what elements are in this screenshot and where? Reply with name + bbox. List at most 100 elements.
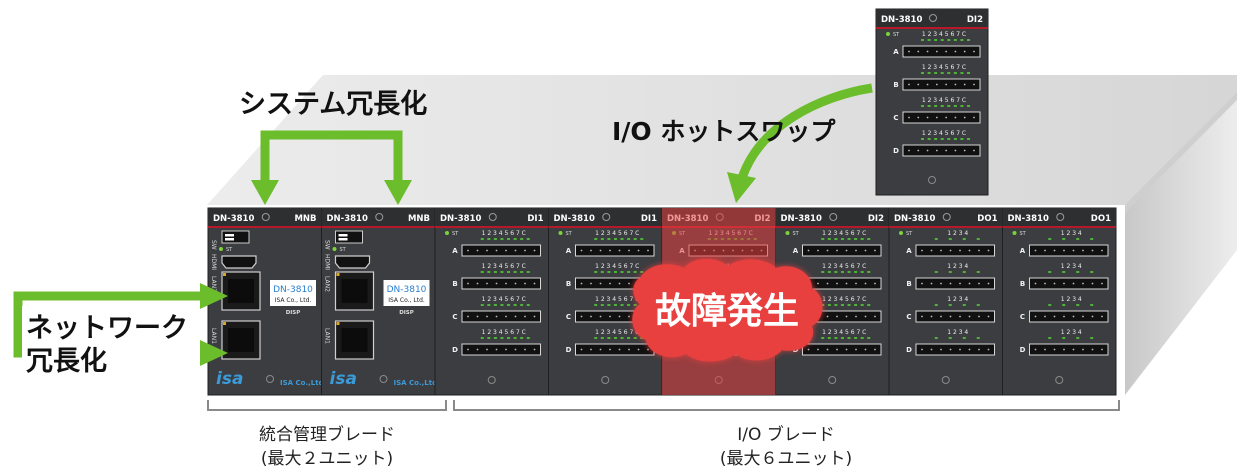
terminal-pin xyxy=(533,249,536,252)
terminal-pin xyxy=(987,249,990,252)
signal-led xyxy=(960,138,964,140)
terminal-pin xyxy=(514,348,517,351)
signal-led xyxy=(921,72,924,74)
signal-led xyxy=(607,238,611,240)
blade-model: DN-3810 xyxy=(881,15,922,25)
signal-led xyxy=(600,238,604,240)
terminal-pin xyxy=(921,315,923,318)
signal-led xyxy=(493,337,497,339)
system-redundancy-arrows xyxy=(260,130,403,184)
terminal-pin xyxy=(486,315,488,318)
lan1-socket xyxy=(228,328,254,352)
signal-led xyxy=(953,39,957,41)
terminal-pin xyxy=(926,83,929,86)
link-led xyxy=(223,273,226,276)
signal-led xyxy=(633,337,637,339)
row-label: A xyxy=(906,247,912,255)
terminal-pin xyxy=(954,50,957,53)
disp-model: DN-3810 xyxy=(387,285,427,295)
status-led xyxy=(886,32,890,36)
signal-led xyxy=(947,39,951,41)
blade-type: DO1 xyxy=(977,214,997,224)
terminal-pin xyxy=(647,348,649,351)
signal-led xyxy=(613,238,617,240)
signal-led xyxy=(967,39,970,41)
signal-led xyxy=(594,337,598,339)
blade-type: DI1 xyxy=(527,214,543,224)
terminal-pin xyxy=(505,249,507,252)
terminal-pin xyxy=(917,50,920,53)
terminal-block xyxy=(915,244,995,257)
pin-numbers: 1 2 3 4 5 6 7 C xyxy=(482,329,526,336)
terminal-pin xyxy=(1034,315,1037,318)
signal-led xyxy=(1062,238,1066,240)
terminal-pin xyxy=(486,282,488,285)
terminal-pin xyxy=(599,348,602,351)
signal-led xyxy=(1048,304,1052,306)
io-caption-line2: (最大６ユニット) xyxy=(720,449,852,469)
terminal-pin xyxy=(1101,249,1103,252)
signal-led xyxy=(827,337,831,339)
disp-label: DISP xyxy=(399,310,414,316)
row-label: B xyxy=(566,280,571,288)
terminal-pin xyxy=(467,315,469,318)
signal-led xyxy=(976,304,980,306)
terminal-pin xyxy=(618,282,621,285)
row-label: B xyxy=(906,280,911,288)
signal-led xyxy=(613,271,617,273)
terminal-pin xyxy=(930,282,933,285)
terminal-pin xyxy=(945,83,948,86)
terminal-pin xyxy=(1072,348,1075,351)
signal-led xyxy=(953,72,957,74)
terminal-pin xyxy=(580,315,583,318)
hot-swap-arrow-head xyxy=(727,172,756,203)
terminal-pin xyxy=(930,249,933,252)
blade-body xyxy=(888,207,1003,396)
system-redundancy-label: システム冗長化 xyxy=(239,89,427,120)
signal-led xyxy=(921,138,924,140)
signal-led xyxy=(854,304,858,306)
network-redundancy-label-line2: 冗長化 xyxy=(26,346,107,377)
screw-icon xyxy=(601,376,610,384)
signal-led xyxy=(487,238,491,240)
signal-led xyxy=(600,337,604,339)
signal-led xyxy=(834,337,838,339)
terminal-pin xyxy=(826,282,829,285)
terminal-pin xyxy=(505,348,507,351)
blade-model: DN-3810 xyxy=(781,214,822,224)
screw-icon xyxy=(942,213,951,221)
lan2-socket xyxy=(341,279,368,303)
terminal-pin xyxy=(1044,348,1046,351)
terminal-pin xyxy=(1053,315,1056,318)
hdmi-port xyxy=(221,255,257,269)
terminal-pin xyxy=(505,282,507,285)
signal-led xyxy=(976,337,980,339)
terminal-pin xyxy=(1101,348,1103,351)
signal-led xyxy=(834,271,838,273)
signal-led xyxy=(640,271,644,273)
pin-numbers: 1 2 3 4 5 6 7 C xyxy=(482,263,526,270)
pin-numbers: 1 2 3 4 5 6 7 C xyxy=(922,97,966,104)
terminal-pin xyxy=(963,83,966,86)
terminal-pin xyxy=(1072,249,1075,252)
pin-numbers: 1 2 3 4 5 6 7 C xyxy=(595,230,639,237)
terminal-pin xyxy=(926,116,929,119)
terminal-pin xyxy=(1044,249,1046,252)
terminal-pin xyxy=(978,282,980,285)
signal-led xyxy=(962,238,966,240)
screw-icon xyxy=(379,375,388,383)
blade-header xyxy=(1002,208,1116,226)
terminal-pin xyxy=(476,348,479,351)
signal-led xyxy=(934,105,938,107)
network-redundancy-label-line1: ネットワーク xyxy=(26,313,188,344)
signal-led xyxy=(520,271,524,273)
terminal-pin xyxy=(987,348,990,351)
signal-led xyxy=(526,304,530,306)
signal-led xyxy=(1048,271,1052,273)
pin-numbers: 1 2 3 4 5 6 7 C xyxy=(595,329,639,336)
terminal-pin xyxy=(945,50,948,53)
blade-model: DN-3810 xyxy=(327,214,368,224)
signal-led xyxy=(520,238,524,240)
signal-led xyxy=(640,337,644,339)
terminal-pin xyxy=(628,282,630,285)
